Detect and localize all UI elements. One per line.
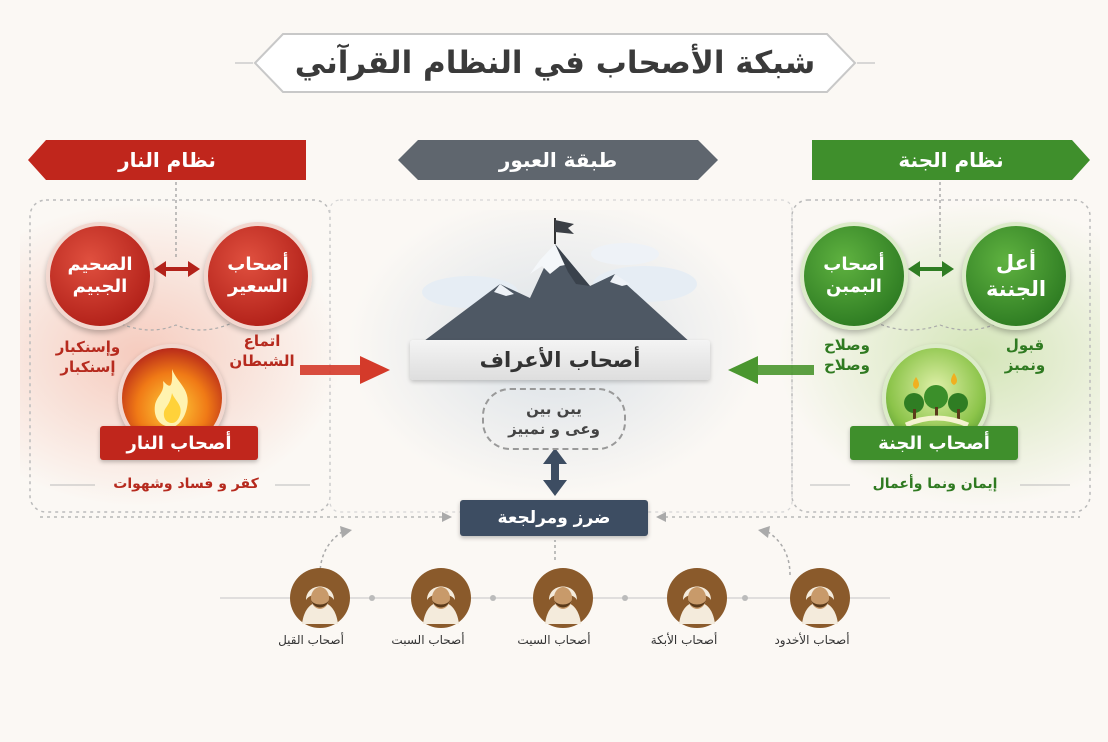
person-caption: أصحاب الأبكة <box>650 633 718 647</box>
review-tag: ضرز ومرلجعة <box>460 500 648 536</box>
fire-link-arc <box>94 309 256 331</box>
fire-caption: كقر و فساد وشهوات <box>113 476 259 492</box>
paradise-label-right: قبول ونمبز <box>1004 336 1046 374</box>
fire-banner-label: نظام النار <box>118 148 216 172</box>
paradise-link-arc <box>854 309 1021 331</box>
fire-label-right: اتماع الشبطان <box>229 332 295 370</box>
people-left-link <box>319 529 346 576</box>
paradise-system-banner: نظام الجنة <box>812 140 1090 180</box>
paradise-label-left: وصلاح وصلاح <box>823 336 871 374</box>
person-icon <box>652 566 742 634</box>
person-caption: أصحاب السبت <box>391 633 465 647</box>
paradise-to-center-arrow <box>728 356 814 384</box>
paradise-group-tag: أصحاب الجنة <box>850 426 1018 460</box>
paradise-circle-right-label: أعل الجننة <box>985 250 1047 301</box>
fire-group-tag: أصحاب النار <box>100 426 258 460</box>
fire-system-banner: نظام النار <box>28 140 306 180</box>
page-title: شبكة الأصحاب في النظام القرآني <box>294 45 816 81</box>
person-icon <box>775 566 865 634</box>
people-right-link <box>764 529 791 576</box>
paradise-caption: إيمان ونما وأعمال <box>872 476 998 492</box>
mountain-flag-icon <box>410 214 700 346</box>
person-caption: أصحاب القيل <box>278 633 344 647</box>
center-pill: يبن بين وعى و نمبيز <box>482 388 626 450</box>
paradise-circle-right: أعل الجننة <box>962 222 1070 330</box>
fire-circle-left-label: الصحيم الجبيم <box>67 253 133 298</box>
title-frame: شبكة الأصحاب في النظام القرآني <box>235 30 875 96</box>
person-caption: أصحاب الأخدود <box>774 633 850 647</box>
fire-label-left: وإسنكبار إسنكبار <box>55 338 121 376</box>
crossing-layer-banner: طبقة العبور <box>398 140 718 180</box>
paradise-circle-left-label: أصحاب البمبن <box>823 253 885 298</box>
center-heading: أصحاب الأعراف <box>410 340 710 380</box>
center-pill-line2: وعى و نمبيز <box>508 420 600 438</box>
person-icon <box>275 566 365 634</box>
person-icon <box>518 566 608 634</box>
fire-to-center-arrow <box>300 356 390 384</box>
fire-circle-right-label: أصحاب السعير <box>227 253 289 298</box>
person-caption: أصحاب السيت <box>517 633 591 647</box>
paradise-double-arrow <box>908 261 954 277</box>
paradise-region-frame <box>791 199 1091 513</box>
person-icon <box>396 566 486 634</box>
crossing-region-frame <box>329 199 793 513</box>
review-double-arrow <box>543 448 567 496</box>
fire-region-frame <box>29 199 331 513</box>
fire-double-arrow <box>154 261 200 277</box>
crossing-banner-label: طبقة العبور <box>498 148 618 172</box>
center-pill-line1: يبن بين <box>526 399 582 418</box>
fire-circle-right: أصحاب السعير <box>204 222 312 330</box>
paradise-banner-label: نظام الجنة <box>898 148 1004 172</box>
fire-circle-left: الصحيم الجبيم <box>46 222 154 330</box>
paradise-circle-left: أصحاب البمبن <box>800 222 908 330</box>
